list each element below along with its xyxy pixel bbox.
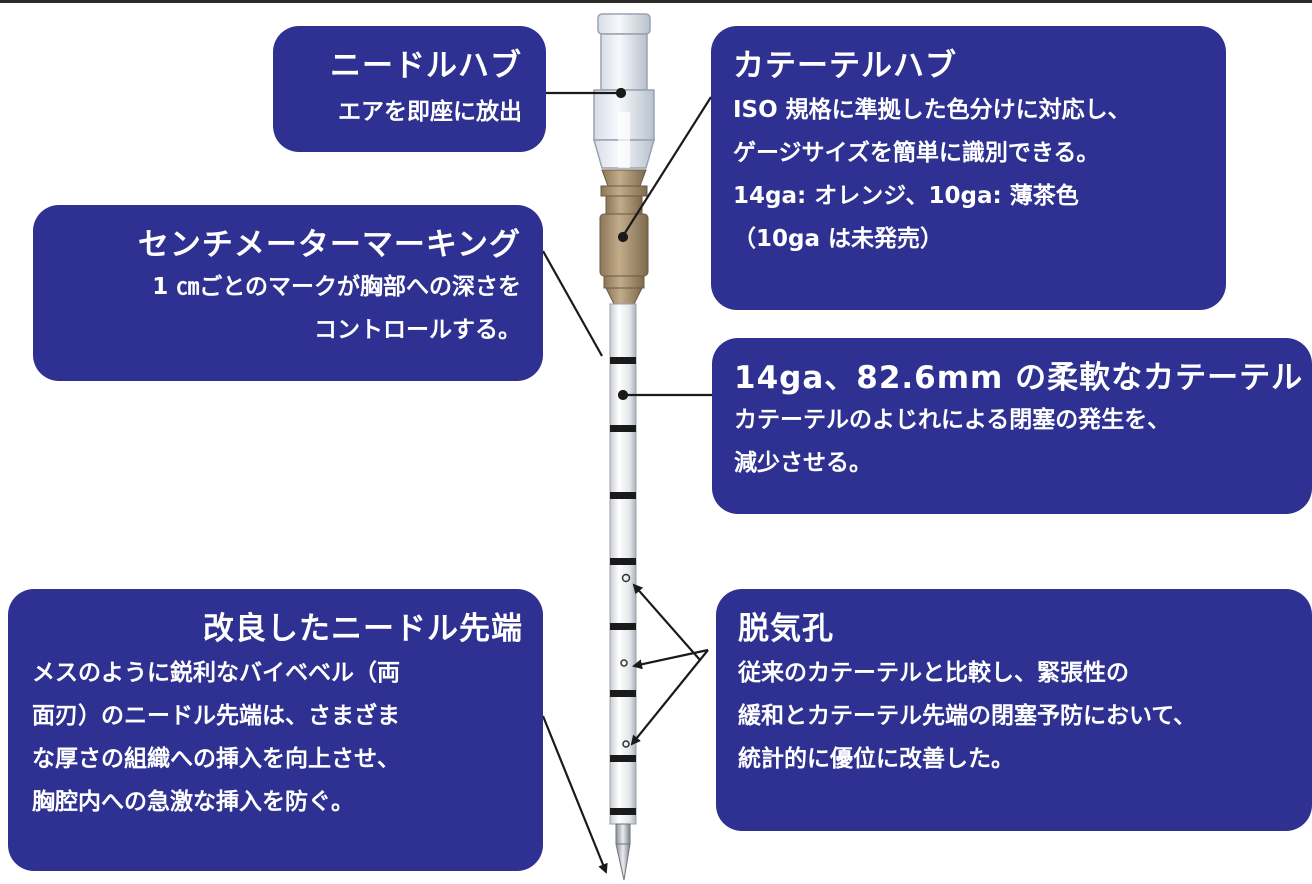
vent-holes-line-2: 緩和とカテーテル先端の閉塞予防において、 bbox=[738, 703, 1197, 729]
needle-tip-part bbox=[615, 823, 631, 881]
needle-tip-callout: 改良したニードル先端 メスのように鋭利なバイベベル（両 面刃）のニードル先端は、… bbox=[8, 589, 543, 871]
vent-holes-title: 脱気孔 bbox=[738, 611, 834, 647]
needle-tip-title: 改良したニードル先端 bbox=[203, 611, 523, 647]
needle-hub-title: ニードルハブ bbox=[330, 48, 522, 84]
catheter-hub-callout: カテーテルハブ ISO 規格に準拠した色分けに対応し、 ゲージサイズを簡単に識別… bbox=[711, 26, 1226, 310]
flexible-catheter-callout: 14ga、82.6mm の柔軟なカテーテル カテーテルのよじれによる閉塞の発生を… bbox=[712, 338, 1312, 514]
top-rule bbox=[0, 0, 1312, 3]
leader-lines bbox=[542, 87, 712, 401]
catheter-hub-line-3: 14ga: オレンジ、10ga: 薄茶色 bbox=[733, 183, 1079, 209]
needle-tip-line-1: メスのように鋭利なバイベベル（両 bbox=[32, 660, 400, 686]
catheter-hub-line-1: ISO 規格に準拠した色分けに対応し、 bbox=[733, 97, 1131, 123]
needle-hub-callout: ニードルハブ エアを即座に放出 bbox=[273, 26, 546, 152]
vent-holes-line-1: 従来のカテーテルと比較し、緊張性の bbox=[738, 660, 1129, 686]
vent-holes-line-3: 統計的に優位に改善した。 bbox=[738, 746, 1014, 772]
cm-marking-title: センチメーターマーキング bbox=[137, 227, 521, 263]
needle-tip-line-4: 胸腔内への急激な挿入を防ぐ。 bbox=[32, 789, 354, 815]
catheter-hub-title: カテーテルハブ bbox=[733, 48, 957, 84]
cm-marking-line-2: コントロールする。 bbox=[314, 317, 521, 343]
vent-holes bbox=[620, 573, 631, 748]
cm-markings bbox=[610, 357, 636, 815]
needle-tip-line-2: 面刃）のニードル先端は、さまざま bbox=[32, 703, 400, 729]
vent-holes-callout: 脱気孔 従来のカテーテルと比較し、緊張性の 緩和とカテーテル先端の閉塞予防におい… bbox=[716, 589, 1312, 831]
cm-marking-line-1: 1 ㎝ごとのマークが胸部への深さを bbox=[152, 274, 521, 300]
flexible-catheter-title: 14ga、82.6mm の柔軟なカテーテル bbox=[734, 360, 1304, 396]
flexible-catheter-line-2: 減少させる。 bbox=[734, 450, 872, 476]
needle-hub-line-1: エアを即座に放出 bbox=[338, 99, 522, 125]
catheter-hub-line-4: （10ga は未発売） bbox=[733, 226, 943, 252]
catheter-hub-line-2: ゲージサイズを簡単に識別できる。 bbox=[733, 140, 1100, 166]
catheter-hub-part bbox=[599, 169, 649, 305]
needle-tip-line-3: な厚さの組織への挿入を向上させ、 bbox=[32, 746, 400, 772]
leader-arrow-icon bbox=[541, 583, 709, 874]
cm-marking-callout: センチメーターマーキング 1 ㎝ごとのマークが胸部への深さを コントロールする。 bbox=[33, 205, 543, 381]
flexible-catheter-line-1: カテーテルのよじれによる閉塞の発生を、 bbox=[734, 407, 1171, 433]
needle-hub-part bbox=[593, 13, 655, 169]
